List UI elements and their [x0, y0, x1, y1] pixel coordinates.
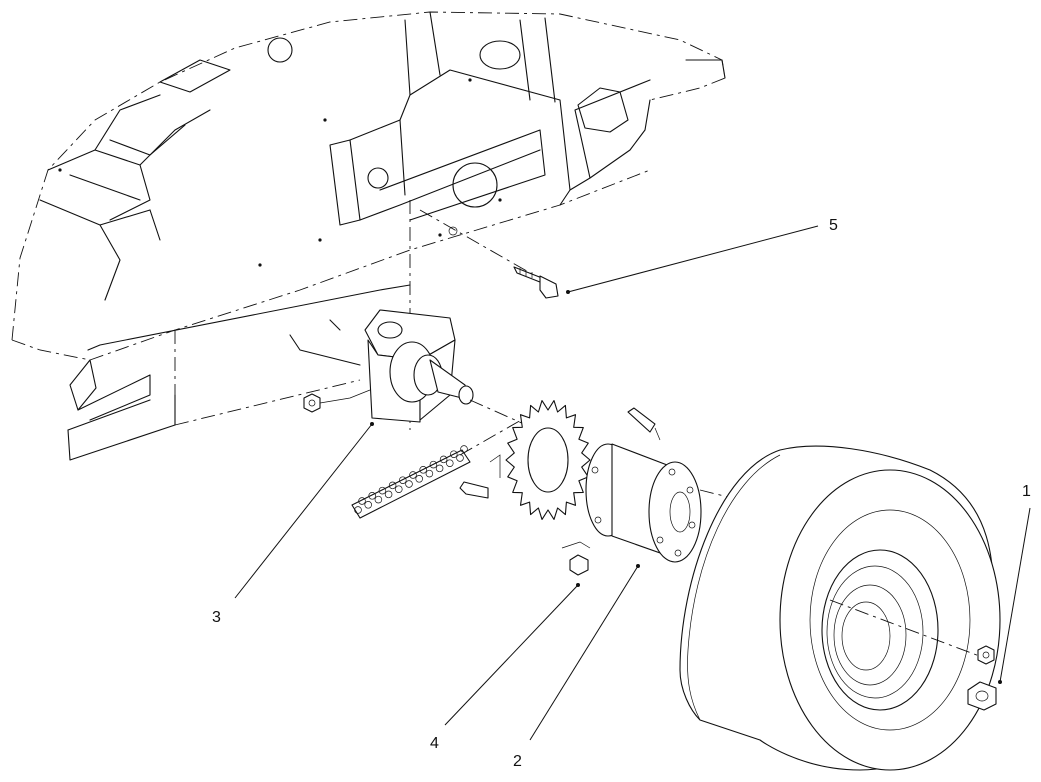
- chain-link: [354, 506, 362, 514]
- tire-wheel: [679, 445, 1001, 771]
- bearing-assembly: [303, 200, 561, 441]
- chain-link: [429, 460, 438, 469]
- chain-link: [374, 495, 383, 504]
- chain-link: [409, 471, 417, 479]
- bolt: [419, 209, 561, 299]
- callout-4: 4: [430, 583, 580, 752]
- chain-link: [399, 476, 407, 484]
- callout-2: 2: [513, 564, 640, 770]
- chain-link: [378, 486, 387, 495]
- chain-link: [450, 450, 458, 458]
- chain-link: [368, 492, 376, 500]
- chain-link: [395, 485, 403, 493]
- chain-link: [388, 481, 397, 490]
- chain-link: [435, 464, 444, 473]
- chain-link: [358, 497, 366, 505]
- wheel-hub: [561, 407, 741, 576]
- callout-label-4: 4: [430, 735, 439, 752]
- chain-link: [415, 475, 423, 483]
- chain-link: [405, 480, 413, 488]
- chain-link: [446, 459, 454, 467]
- callout-label-3: 3: [212, 609, 221, 626]
- callout-label-1: 1: [1022, 483, 1031, 500]
- callout-1: 1: [998, 483, 1031, 684]
- callout-label-5: 5: [829, 217, 838, 234]
- chain-link: [384, 490, 393, 499]
- drive-chain: [351, 414, 531, 519]
- machine-frame: [11, 11, 726, 461]
- chain-link: [419, 466, 427, 474]
- callout-3: 3: [212, 422, 374, 626]
- chain-link: [364, 501, 372, 509]
- callout-label-2: 2: [513, 753, 522, 770]
- chain-link: [425, 469, 434, 478]
- sprocket: [459, 400, 591, 520]
- callout-5: 5: [566, 217, 838, 294]
- chain-link: [439, 455, 448, 464]
